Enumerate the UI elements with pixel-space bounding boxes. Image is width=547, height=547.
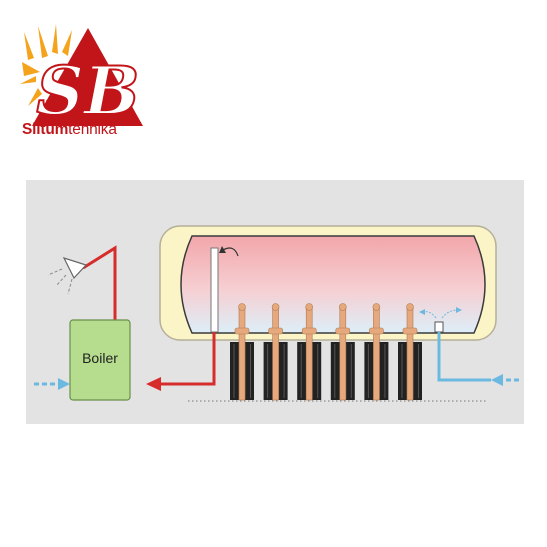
collector-tube bbox=[330, 303, 355, 401]
logo-monogram: SB bbox=[36, 52, 139, 130]
collector-tube bbox=[364, 303, 389, 401]
hot-water-pipe bbox=[154, 332, 216, 386]
collector-tube bbox=[398, 303, 422, 401]
cold-water-arrow-icon bbox=[58, 378, 70, 390]
siltum-logo: SB bbox=[20, 24, 143, 131]
brand-name-bold: Siltum bbox=[22, 121, 69, 138]
hot-water-outlet-tube bbox=[210, 247, 219, 333]
air-vent-icon bbox=[434, 321, 444, 333]
boiler bbox=[69, 319, 131, 401]
shower-supply-pipe bbox=[82, 245, 117, 320]
collector-tube bbox=[297, 303, 322, 401]
evacuated-tube-collectors bbox=[230, 303, 422, 401]
shower-icon bbox=[47, 256, 88, 295]
brand-name: Siltumtehnika bbox=[22, 121, 117, 139]
air-vent-arrowhead-icon bbox=[419, 309, 425, 315]
cold-water-tank-arrow-icon bbox=[491, 374, 503, 386]
collector-tube bbox=[230, 303, 254, 401]
storage-tank bbox=[180, 235, 486, 334]
solar-water-heater-diagram: Boiler bbox=[26, 180, 524, 424]
air-vent-arrowhead-icon bbox=[456, 307, 462, 313]
collector-tube bbox=[263, 303, 288, 401]
boiler-label: Boiler bbox=[82, 350, 118, 366]
flow-arrowhead-icon bbox=[219, 246, 226, 253]
brand-name-light: tehnika bbox=[68, 121, 117, 138]
flow-arrow-icon bbox=[222, 247, 239, 257]
cold-water-tank-pipe bbox=[437, 332, 491, 382]
hot-water-arrow-icon bbox=[146, 377, 161, 391]
red-triangle-shape bbox=[32, 28, 143, 126]
